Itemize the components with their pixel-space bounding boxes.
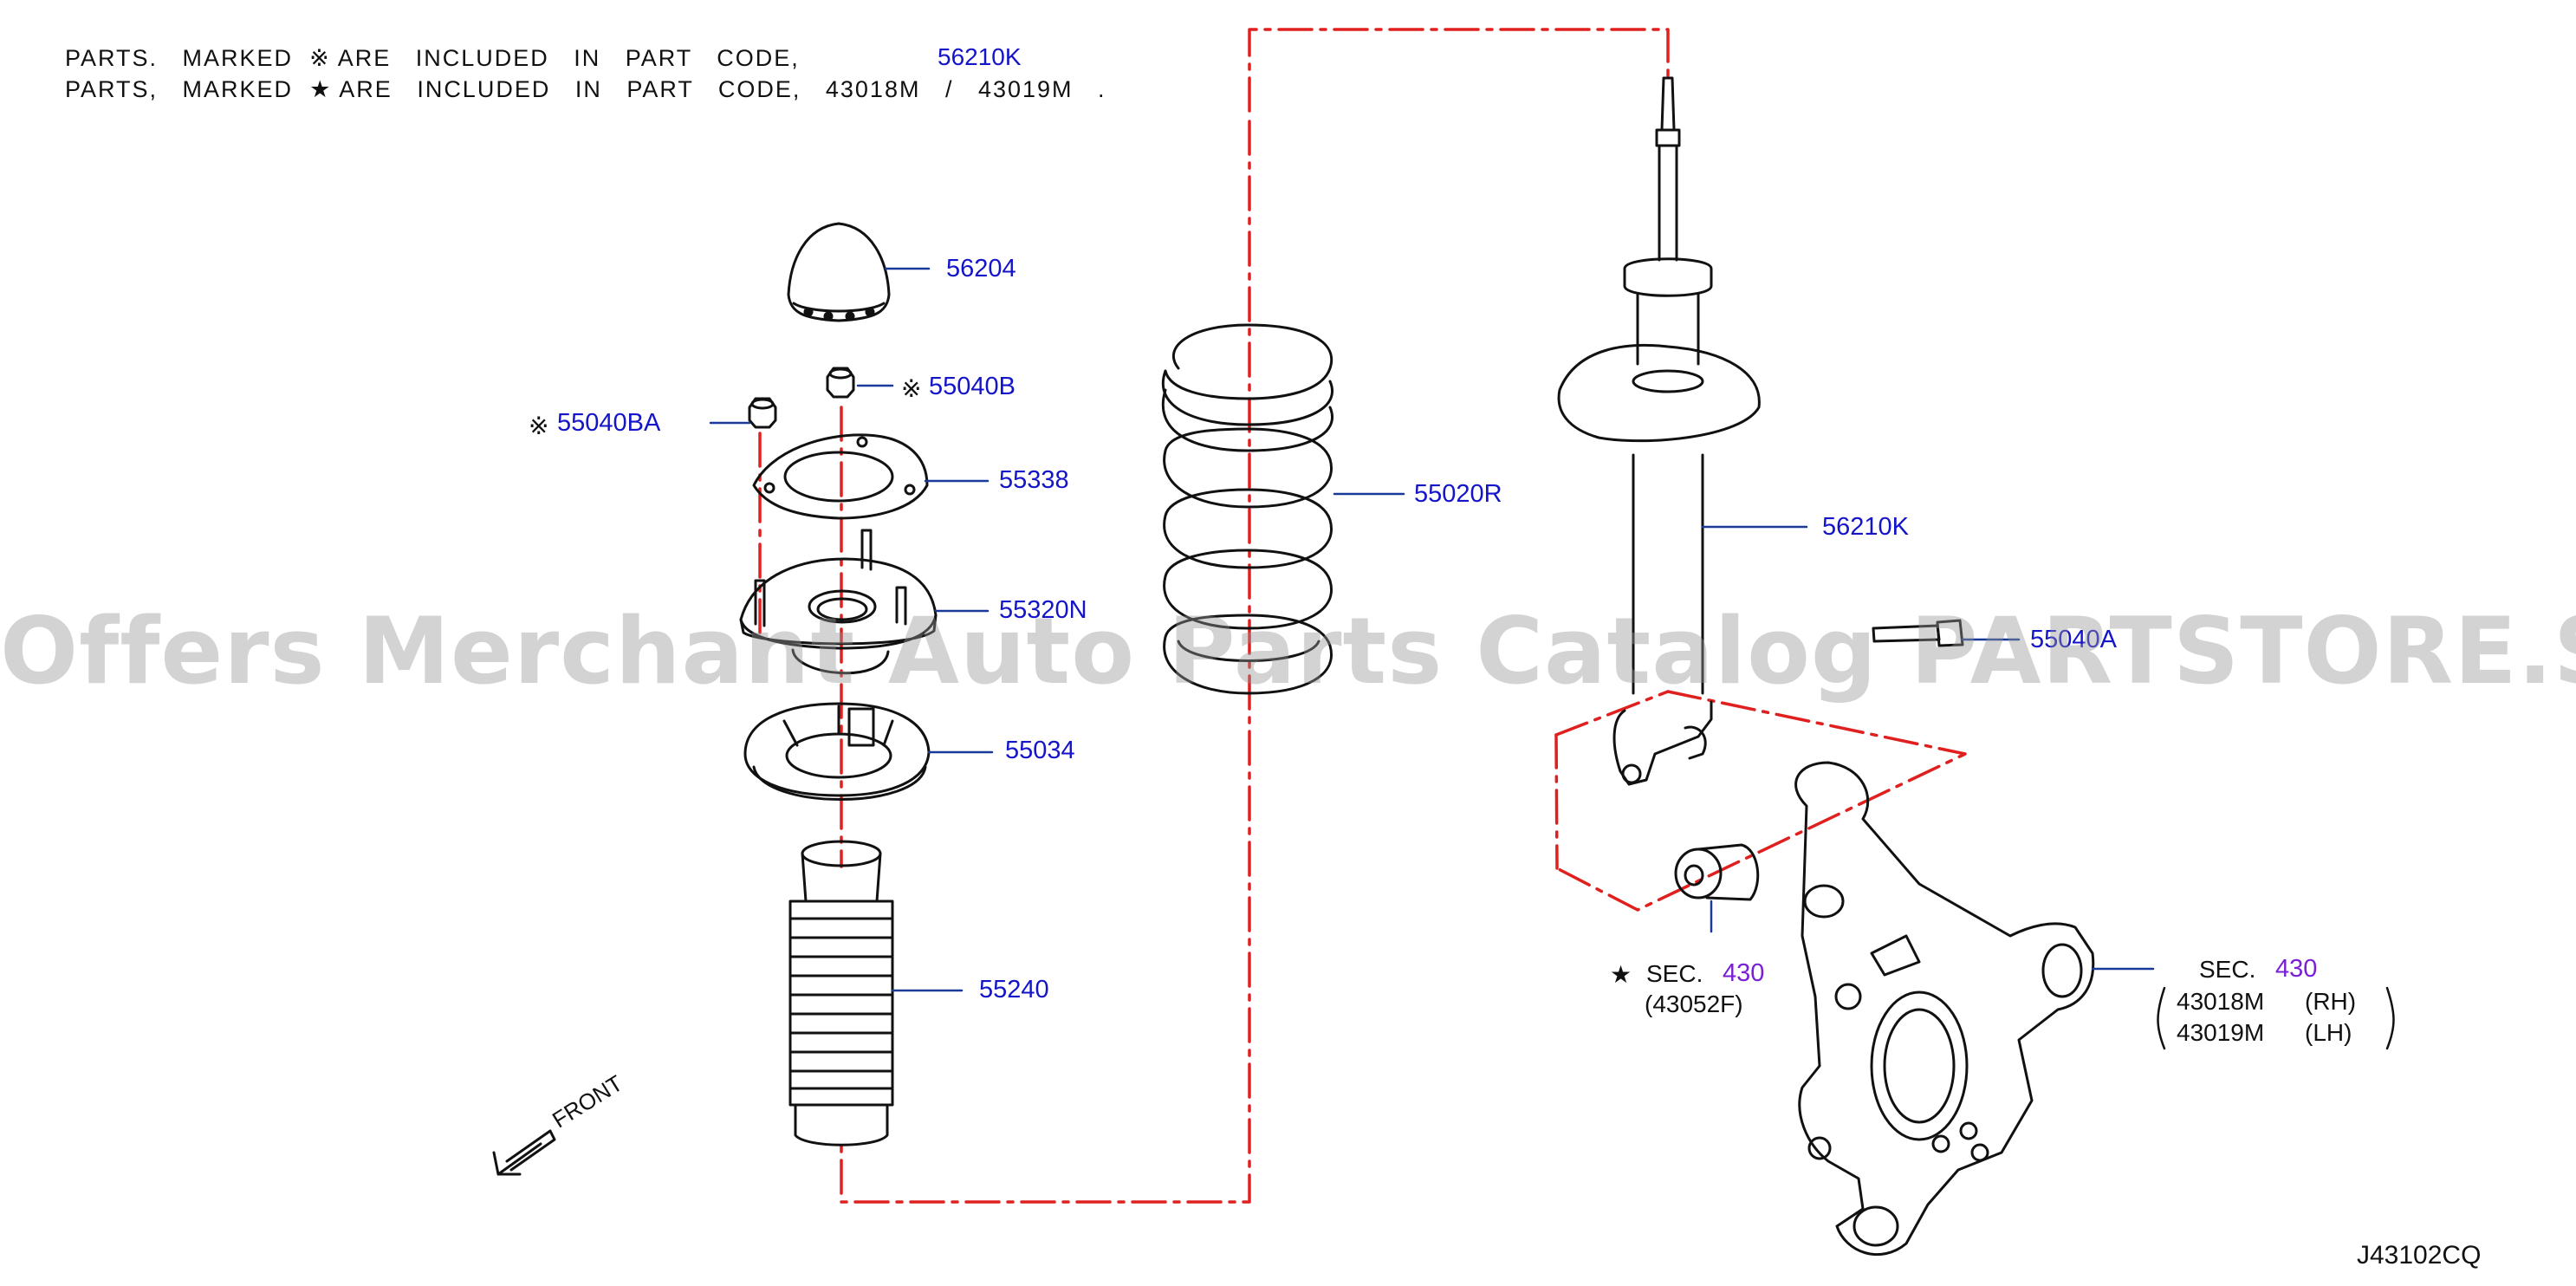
part-label-56210K[interactable]: 56210K [1822,513,1909,541]
part-label-55040B[interactable]: 55040B [929,373,1015,400]
part-label-55040BA[interactable]: 55040BA [557,409,661,437]
coil-spring-55020R [1161,323,1333,695]
nut-55040BA [748,397,777,429]
sec-label-knuckle: SEC. [2199,956,2256,983]
dust-boot-55240 [788,840,894,1146]
rear-knuckle-43018M-43019M [1794,761,2095,1257]
sec-number-bushing[interactable]: 430 [1723,959,1765,987]
bushing-43052F [1674,843,1760,901]
diagram-code: J43102CQ [2357,1241,2482,1270]
part-label-55034[interactable]: 55034 [1005,737,1075,764]
star-mark-sec-icon: ★ [1610,961,1632,988]
note-line-1-suffix: ARE INCLUDED IN PART CODE, [330,45,800,71]
part-label-55338[interactable]: 55338 [999,466,1069,494]
sec-label-bushing: SEC. [1646,960,1703,987]
side-code-brackets [2157,986,2395,1050]
ref-mark-55040B-icon: ※ [901,375,922,402]
knuckle-lh-side: (LH) [2305,1019,2352,1046]
ref-mark-icon: ※ [309,45,331,71]
part-label-55320N[interactable]: 55320N [999,596,1087,624]
part-label-56204[interactable]: 56204 [946,255,1016,283]
knuckle-rh-code: 43018M [2177,988,2265,1015]
assembly-guide-lines [758,28,1967,1204]
note-line-2-suffix: ARE INCLUDED IN PART CODE, 43018M / 4301… [332,76,1106,102]
note-line-1: PARTS. MARKED ※ ARE INCLUDED IN PART COD… [65,45,800,72]
dust-cap-56204 [787,222,891,322]
strut-mount-55320N [739,529,938,675]
part-label-55240[interactable]: 55240 [979,976,1049,1003]
note-line-1-prefix: PARTS. MARKED [65,45,310,71]
part-label-55040A[interactable]: 55040A [2030,626,2117,653]
knuckle-lh-code: 43019M [2177,1019,2265,1046]
sec-number-knuckle[interactable]: 430 [2275,955,2318,983]
ref-mark-55040BA-icon: ※ [529,412,549,439]
bushing-code: (43052F) [1645,990,1743,1017]
callout-leader-lines [709,267,2155,992]
bolt-55040A [1872,619,1964,647]
mount-plate-55338 [752,433,929,520]
spring-seat-55034 [743,702,931,801]
note-line-2-prefix: PARTS, MARKED [65,76,310,102]
shock-absorber-56210K [1557,76,1761,786]
note-line-2: PARTS, MARKED ★ ARE INCLUDED IN PART COD… [65,76,1106,103]
note-part-code-56210K[interactable]: 56210K [938,43,1022,70]
part-label-55020R[interactable]: 55020R [1414,480,1502,508]
front-arrow-icon [492,1129,556,1176]
nut-55040B [826,367,855,399]
knuckle-rh-side: (RH) [2305,988,2357,1015]
star-mark-icon: ★ [309,76,333,102]
